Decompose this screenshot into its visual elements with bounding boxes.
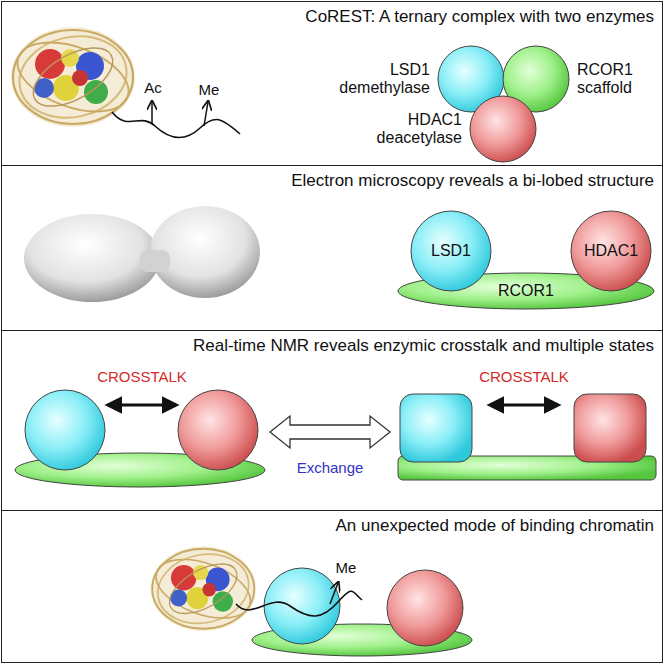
panel-heading: CoREST: A ternary complex with two enzym… xyxy=(305,7,654,27)
annotation-label: Me xyxy=(336,560,357,577)
shape-fill xyxy=(470,96,536,162)
panel-box: CoREST: A ternary complex with two enzym… xyxy=(1,1,663,166)
node-label: LSD1 demethylase xyxy=(330,61,430,98)
enzyme-circle: HDAC1 xyxy=(571,211,651,291)
histone-tail xyxy=(236,591,362,616)
panel-box: Real-time NMR reveals enzymic crosstalk … xyxy=(1,330,663,511)
shape-fill xyxy=(398,273,654,309)
nucleosome-illustration xyxy=(8,27,138,128)
panel-box: Electron microscopy reveals a bi-lobed s… xyxy=(1,165,663,331)
state-one xyxy=(15,390,265,487)
modification-arrow xyxy=(330,583,338,604)
annotation-label: Exchange xyxy=(297,460,364,477)
nucleosome-illustration xyxy=(148,546,258,632)
chromatin-bound-complex xyxy=(252,568,472,656)
annotation-label: CROSSTALK xyxy=(479,369,569,386)
exchange-arrow xyxy=(270,416,390,448)
annotation-label: Ac xyxy=(144,80,162,97)
node-label: RCOR1 xyxy=(498,282,554,300)
node-label: LSD1 xyxy=(431,242,471,260)
histone-tail xyxy=(112,112,240,138)
panel-heading: An unexpected mode of binding chromatin xyxy=(336,516,654,536)
annotation-label: CROSSTALK xyxy=(97,369,187,386)
panel-heading: Real-time NMR reveals enzymic crosstalk … xyxy=(193,336,654,356)
enzyme-circle: HDAC1 deacetylase xyxy=(470,96,536,162)
shape-outline xyxy=(470,96,536,162)
state-two xyxy=(398,394,656,480)
node-label: HDAC1 xyxy=(584,242,638,260)
node-label: RCOR1 scaffold xyxy=(577,61,659,98)
modification-arrow xyxy=(151,102,153,124)
em-density-map xyxy=(24,206,260,302)
shape-fill xyxy=(411,211,491,291)
modification-arrow xyxy=(204,102,208,126)
panel-heading: Electron microscopy reveals a bi-lobed s… xyxy=(291,171,654,191)
annotation-label: Me xyxy=(199,82,220,99)
panel-box: An unexpected mode of binding chromatin xyxy=(1,510,663,663)
node-label: HDAC1 deacetylase xyxy=(362,111,462,148)
shape-fill xyxy=(571,211,651,291)
enzyme-circle: LSD1 xyxy=(411,211,491,291)
